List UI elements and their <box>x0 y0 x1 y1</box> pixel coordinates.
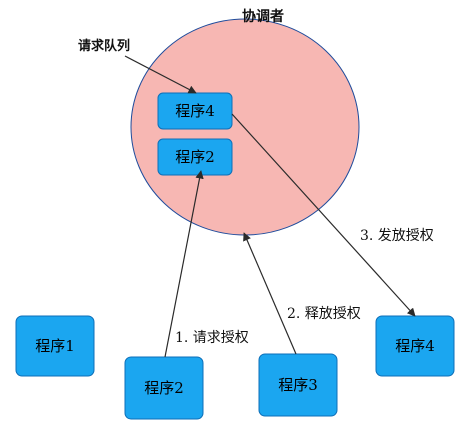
queue-label: 请求队列 <box>78 38 130 54</box>
request-arrow <box>164 170 204 358</box>
queue-item-program2[interactable]: 程序2 <box>157 138 233 176</box>
queue-item-program4-label: 程序4 <box>175 102 215 120</box>
program2-box[interactable]: 程序2 <box>124 356 204 420</box>
program1-box[interactable]: 程序1 <box>15 315 95 377</box>
request-edge-label: 1. 请求授权 <box>175 330 249 346</box>
program4-box[interactable]: 程序4 <box>375 315 455 377</box>
program1-label: 程序1 <box>35 337 75 355</box>
program4-label: 程序4 <box>395 337 435 355</box>
grant-arrow <box>231 113 416 317</box>
release-arrow <box>243 232 297 355</box>
queue-item-program4[interactable]: 程序4 <box>157 92 233 130</box>
coordinator-title: 协调者 <box>242 8 284 25</box>
program2-label: 程序2 <box>144 379 184 397</box>
queue-insert-arrow <box>124 55 197 94</box>
release-edge-label: 2. 释放授权 <box>287 306 361 322</box>
grant-edge-label: 3. 发放授权 <box>360 228 434 244</box>
queue-item-program2-label: 程序2 <box>175 148 215 166</box>
program3-box[interactable]: 程序3 <box>258 353 338 417</box>
program3-label: 程序3 <box>278 376 318 394</box>
